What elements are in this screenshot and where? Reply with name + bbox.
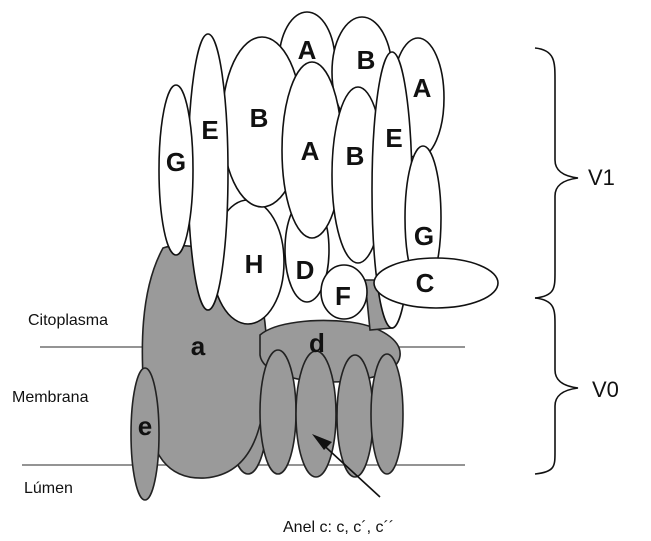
subunit-C-label: C xyxy=(416,268,435,298)
lumen-label: Lúmen xyxy=(24,480,73,497)
subunit-G-right-label: G xyxy=(414,221,434,251)
v0-brace xyxy=(535,298,578,474)
subunit-B-top-label: B xyxy=(357,45,376,75)
c-ring-subunit-1 xyxy=(260,350,296,474)
subunit-D-label: D xyxy=(296,255,315,285)
subunit-E-left-shape xyxy=(188,34,228,310)
subunit-C-shape xyxy=(374,258,498,308)
subunit-F-label: F xyxy=(335,281,351,311)
c-ring-subunit-3 xyxy=(337,355,373,477)
v1-brace xyxy=(535,48,578,298)
c-ring-subunit-4 xyxy=(371,354,403,474)
subunit-A-right-label: A xyxy=(413,73,432,103)
subunit-a-label: a xyxy=(191,331,206,361)
subunit-E-right-label: E xyxy=(385,123,402,153)
subunit-A-mid-label: A xyxy=(301,136,320,166)
subunit-H-label: H xyxy=(245,249,264,279)
subunit-A-top-label: A xyxy=(298,35,317,65)
cytoplasm-label: Citoplasma xyxy=(28,312,108,329)
v1-label: V1 xyxy=(588,165,615,190)
subunit-B-right-label: B xyxy=(346,141,365,171)
c-ring-subunit-2 xyxy=(296,351,336,477)
c-ring-label: Anel c: c, c´, c´´ xyxy=(283,519,394,536)
subunit-B-mid-label: B xyxy=(250,103,269,133)
v0-label: V0 xyxy=(592,377,619,402)
subunit-G-left-label: G xyxy=(166,147,186,177)
subunit-E-left-label: E xyxy=(201,115,218,145)
subunit-e-label: e xyxy=(138,411,152,441)
subunit-d-label: d xyxy=(309,328,325,358)
membrane-label: Membrana xyxy=(12,389,89,406)
